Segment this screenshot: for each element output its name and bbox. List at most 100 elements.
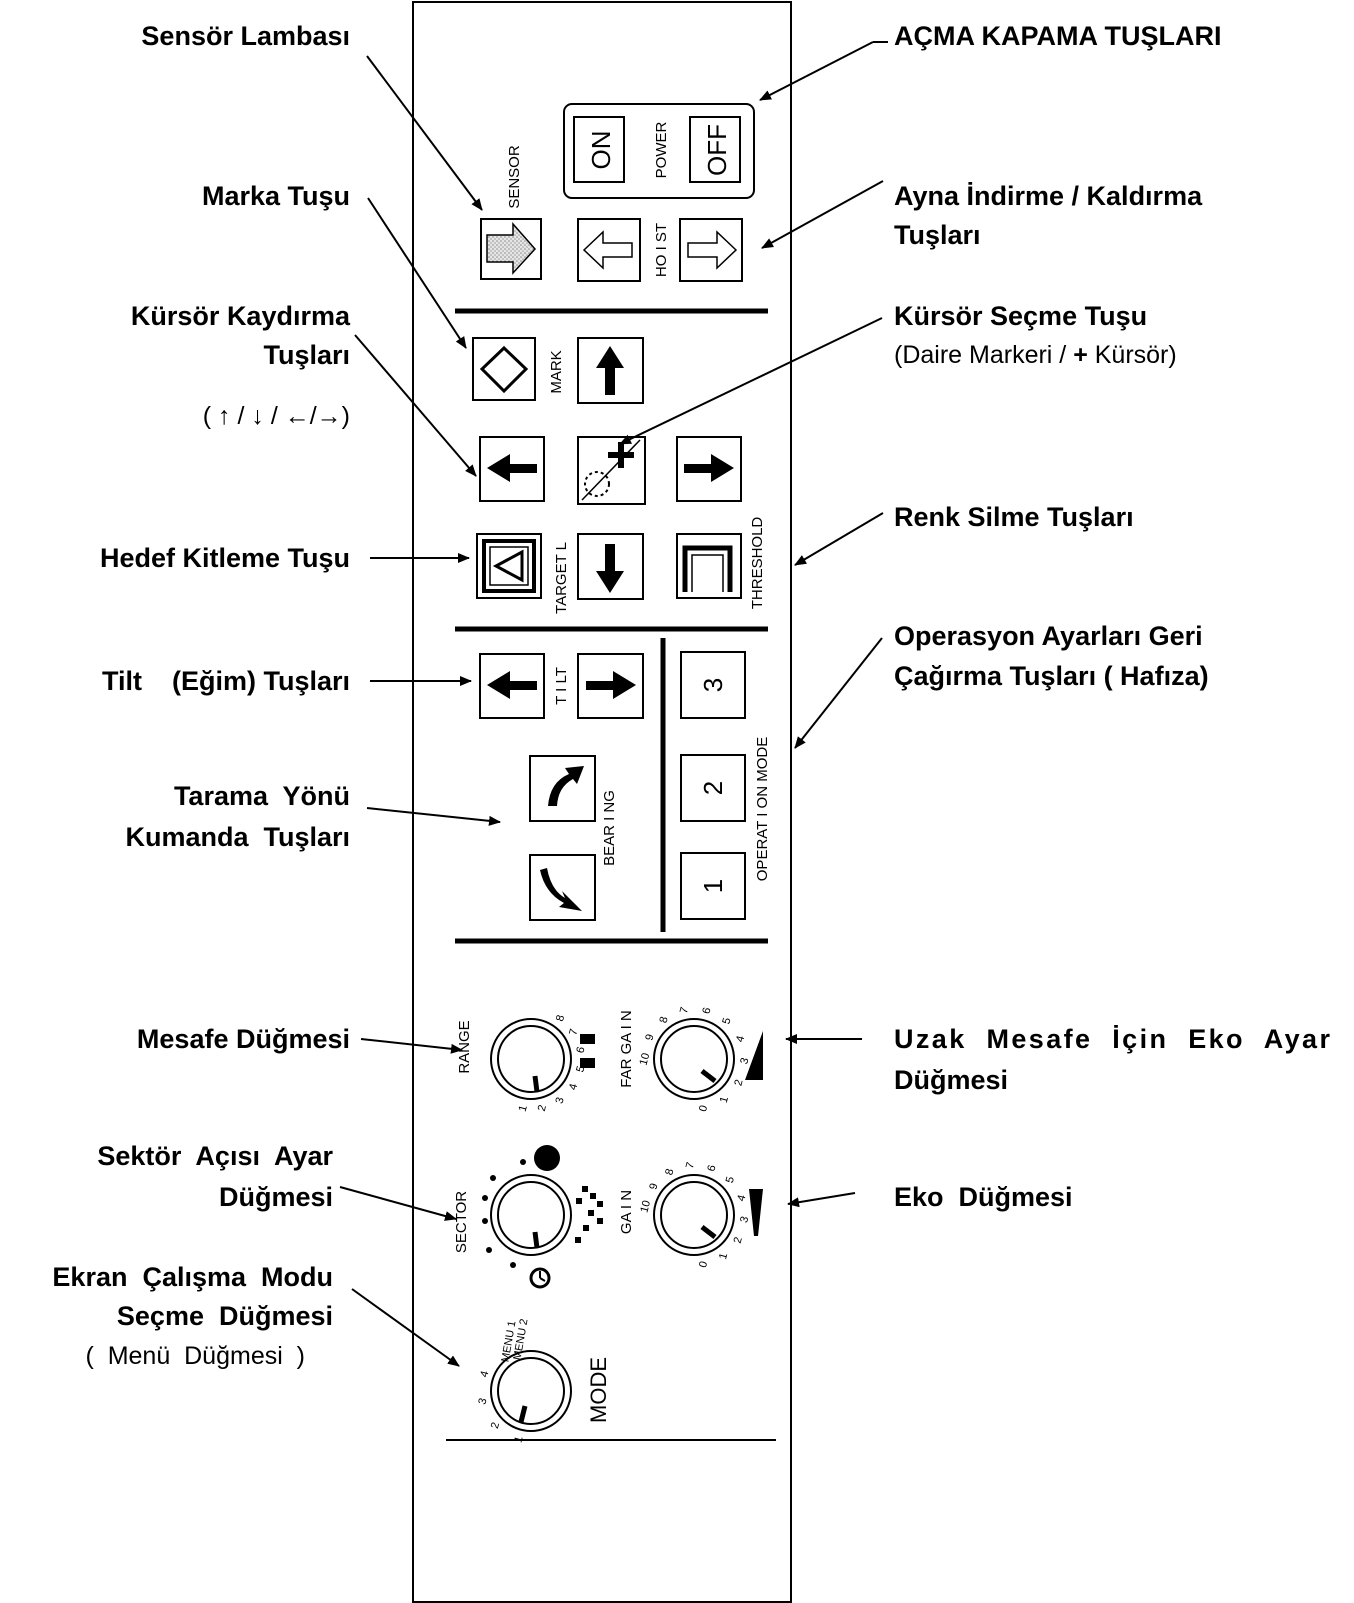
range-scale-6: 6 (574, 1045, 587, 1054)
op-mode-3-label: 3 (698, 678, 728, 692)
range-scale-5: 5 (574, 1065, 587, 1074)
range-indicator-bottom (580, 1058, 595, 1068)
gain-scale-9: 9 (647, 1182, 660, 1191)
gain-scale-3: 3 (738, 1215, 751, 1224)
far-gain-scale-7: 7 (678, 1006, 691, 1015)
op-mode-1-button[interactable] (680, 852, 746, 920)
triangle-icon (492, 549, 524, 583)
callout-sector-1: Sektör Açısı Ayar (97, 1141, 333, 1171)
callout-op-mode-1: Operasyon Ayarları Geri (894, 621, 1203, 651)
operation-mode-label: OPERAT I ON MODE (754, 737, 771, 881)
callout-far-gain-1: Uzak Mesafe İçin Eko Ayar (894, 1024, 1330, 1054)
sector-clock-icon (529, 1267, 551, 1289)
sector-angle-icon (575, 1186, 603, 1243)
threshold-label: THRESHOLD (749, 517, 766, 610)
mark-label: MARK (548, 350, 565, 393)
diamond-icon (479, 345, 529, 394)
gain-scale-0: 0 (697, 1260, 710, 1269)
far-gain-scale-1: 1 (718, 1095, 731, 1104)
op-mode-1-label: 1 (698, 879, 728, 893)
gain-knob[interactable] (653, 1174, 735, 1256)
bearing-cw-arrow-icon (548, 766, 584, 806)
arrow-left-icon (487, 454, 537, 482)
arrow-up-icon (596, 346, 624, 395)
callout-threshold: Renk Silme Tuşları (894, 502, 1134, 532)
sensor-label: SENSOR (506, 145, 523, 209)
callout-mode-2: Seçme Düğmesi (117, 1301, 333, 1331)
far-gain-wedge-icon (745, 1031, 763, 1080)
mode-knob[interactable] (490, 1350, 572, 1432)
plus-cursor-icon (608, 442, 634, 468)
hoist-label: HO I ST (653, 223, 670, 277)
target-lock-label: TARGET L (553, 542, 570, 614)
gain-label: GA I N (618, 1190, 635, 1234)
far-gain-knob[interactable] (653, 1018, 735, 1100)
sector-dots (482, 1159, 526, 1268)
far-gain-scale-2: 2 (732, 1078, 745, 1087)
sector-label: SECTOR (453, 1191, 470, 1253)
gain-wedge-icon (749, 1189, 763, 1236)
bearing-ccw-button[interactable] (529, 854, 596, 921)
gain-scale-8: 8 (663, 1167, 676, 1176)
callout-gain: Eko Düğmesi (894, 1182, 1073, 1212)
sector-full-circle-icon (534, 1145, 560, 1171)
callout-sector-2: Düğmesi (219, 1182, 333, 1212)
power-off-button[interactable] (689, 116, 741, 183)
callout-mode-3: ( Menü Düğmesi ) (85, 1342, 305, 1370)
gain-scale-7: 7 (684, 1161, 697, 1170)
callout-sensor-lamp: Sensör Lambası (141, 21, 350, 51)
op-mode-3-button[interactable] (680, 651, 746, 719)
sensor-lamp-arrow-icon (486, 222, 537, 275)
callout-cursor-shift-2: Tuşları (263, 340, 350, 370)
far-gain-scale-5: 5 (720, 1016, 733, 1025)
circle-marker-icon (584, 471, 610, 497)
bearing-cw-button[interactable] (529, 755, 596, 822)
bearing-ccw-arrow-icon (540, 868, 582, 911)
arrow-right-outline-icon (687, 230, 738, 270)
range-scale-8: 8 (554, 1014, 567, 1023)
far-gain-scale-10: 10 (638, 1052, 653, 1067)
op-mode-2-button[interactable] (680, 754, 746, 822)
callout-bearing-1: Tarama Yönü (174, 781, 350, 811)
callout-mode-1: Ekran Çalışma Modu (52, 1262, 333, 1292)
arrow-left-outline-icon (582, 230, 633, 270)
gain-scale-10: 10 (638, 1199, 653, 1214)
range-label: RANGE (456, 1020, 473, 1073)
range-scale-7: 7 (567, 1028, 580, 1037)
gain-scale-6: 6 (705, 1164, 718, 1173)
callout-far-gain-2: Düğmesi (894, 1065, 1008, 1095)
sector-knob[interactable] (490, 1174, 572, 1256)
callout-range-knob: Mesafe Düğmesi (137, 1024, 350, 1054)
mode-scale-2: 2 (489, 1421, 502, 1430)
far-gain-label: FAR GA I N (618, 1010, 635, 1088)
range-scale-4: 4 (567, 1082, 580, 1091)
callout-tilt: Tilt (Eğim) Tuşları (102, 666, 350, 696)
power-off-label: OFF (702, 124, 732, 176)
callout-hoist-keys-1: Ayna İndirme / Kaldırma (894, 181, 1203, 211)
mode-label: MODE (586, 1357, 611, 1423)
arrow-right-icon (684, 454, 734, 482)
range-knob[interactable] (490, 1018, 572, 1100)
gain-scale-4: 4 (735, 1194, 748, 1203)
range-indicator-top (580, 1034, 595, 1044)
target-lock-inner-icon (489, 546, 529, 586)
op-mode-2-label: 2 (698, 781, 728, 795)
target-lock-button[interactable] (476, 533, 542, 599)
callout-hoist-keys-2: Tuşları (894, 220, 981, 250)
far-gain-scale-8: 8 (658, 1015, 671, 1024)
target-lock-frame-icon (482, 539, 536, 593)
bearing-label: BEAR I NG (601, 790, 618, 866)
gain-scale-5: 5 (724, 1175, 737, 1184)
tilt-left-arrow-icon (487, 671, 537, 699)
range-scale-3: 3 (554, 1096, 567, 1105)
tilt-right-arrow-icon (586, 671, 636, 699)
far-gain-scale-3: 3 (738, 1056, 751, 1065)
range-scale-2: 2 (536, 1104, 549, 1113)
callout-cursor-shift-3: ( ↑ / ↓ / ←/→) (203, 402, 350, 430)
power-on-button[interactable] (573, 116, 625, 183)
callout-cursor-select-1: Kürsör Seçme Tuşu (894, 301, 1147, 331)
far-gain-scale-9: 9 (643, 1033, 656, 1042)
